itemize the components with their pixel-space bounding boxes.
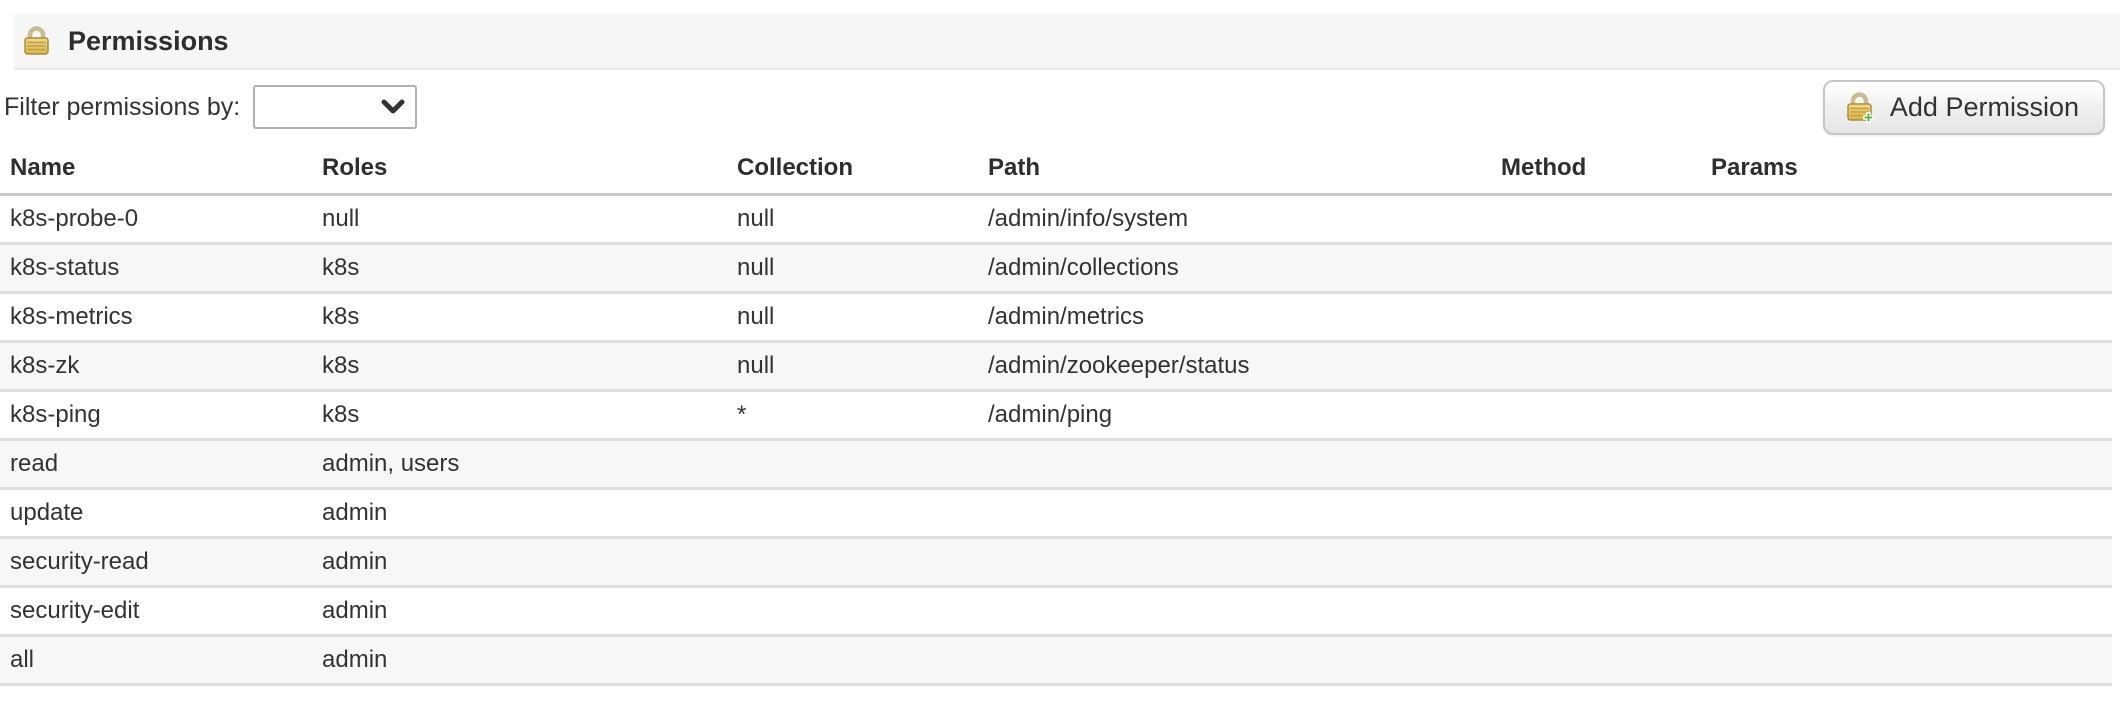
table-body: k8s-probe-0 null null /admin/info/system…	[0, 194, 2112, 684]
cell-roles: k8s	[322, 253, 360, 281]
table-header: Name Roles Collection Path Method Params	[0, 144, 2112, 196]
cell-roles: admin, users	[322, 449, 460, 477]
cell-collection: null	[737, 302, 775, 330]
table-row[interactable]: k8s-metrics k8s null /admin/metrics	[0, 292, 2112, 341]
cell-params	[1701, 439, 2112, 488]
cell-path	[978, 537, 1491, 586]
cell-path: /admin/info/system	[988, 204, 1189, 232]
cell-collection: null	[737, 253, 775, 281]
cell-path	[978, 586, 1491, 635]
cell-method	[1491, 537, 1701, 586]
cell-path	[978, 635, 1491, 684]
table-row[interactable]: read admin, users	[0, 439, 2112, 488]
cell-collection: *	[737, 400, 747, 428]
cell-method	[1491, 488, 1701, 537]
cell-params	[1701, 390, 2112, 439]
lock-icon	[20, 24, 54, 58]
cell-params	[1701, 586, 2112, 635]
cell-collection	[727, 488, 978, 537]
cell-roles: admin	[322, 596, 388, 624]
cell-method	[1491, 292, 1701, 341]
cell-method	[1491, 635, 1701, 684]
filter-permissions-select[interactable]	[253, 85, 418, 129]
cell-params	[1701, 341, 2112, 390]
cell-roles: admin	[322, 498, 388, 526]
table-row[interactable]: security-edit admin	[0, 586, 2112, 635]
cell-method	[1491, 439, 1701, 488]
column-header-roles: Roles	[312, 144, 727, 196]
cell-name: k8s-probe-0	[10, 204, 139, 232]
table-row[interactable]: k8s-zk k8s null /admin/zookeeper/status	[0, 341, 2112, 390]
cell-name: security-edit	[10, 596, 140, 624]
filter-permissions-label: Filter permissions by:	[4, 92, 241, 121]
cell-roles: admin	[322, 547, 388, 575]
cell-name: all	[10, 645, 35, 673]
actions-row: Filter permissions by: Add Permission	[0, 70, 2124, 144]
column-header-path: Path	[978, 144, 1491, 196]
cell-path: /admin/metrics	[988, 302, 1145, 330]
column-header-name: Name	[0, 144, 312, 196]
cell-name: k8s-zk	[10, 351, 80, 379]
cell-roles: admin	[322, 645, 388, 673]
add-permission-button[interactable]: Add Permission	[1822, 79, 2105, 135]
add-permission-button-label: Add Permission	[1889, 91, 2079, 122]
cell-method	[1491, 194, 1701, 243]
cell-roles: null	[322, 204, 360, 232]
cell-collection: null	[737, 204, 775, 232]
cell-params	[1701, 635, 2112, 684]
cell-collection: null	[737, 351, 775, 379]
table-row[interactable]: k8s-ping k8s * /admin/ping	[0, 390, 2112, 439]
cell-params	[1701, 537, 2112, 586]
cell-params	[1701, 488, 2112, 537]
cell-method	[1491, 586, 1701, 635]
cell-path: /admin/zookeeper/status	[988, 351, 1250, 379]
table-row[interactable]: all admin	[0, 635, 2112, 684]
cell-collection	[727, 586, 978, 635]
cell-collection	[727, 439, 978, 488]
cell-name: k8s-ping	[10, 400, 101, 428]
cell-roles: k8s	[322, 351, 360, 379]
cell-name: k8s-metrics	[10, 302, 133, 330]
filter-permissions-select-wrap	[253, 85, 418, 129]
cell-name: read	[10, 449, 59, 477]
cell-path	[978, 488, 1491, 537]
cell-path: /admin/ping	[988, 400, 1113, 428]
cell-name: k8s-status	[10, 253, 120, 281]
panel-title: Permissions	[68, 25, 229, 56]
cell-method	[1491, 341, 1701, 390]
permissions-table: Name Roles Collection Path Method Params…	[0, 144, 2112, 686]
cell-collection	[727, 635, 978, 684]
cell-params	[1701, 194, 2112, 243]
cell-method	[1491, 390, 1701, 439]
table-row[interactable]: update admin	[0, 488, 2112, 537]
cell-name: update	[10, 498, 84, 526]
cell-path: /admin/collections	[988, 253, 1179, 281]
column-header-collection: Collection	[727, 144, 978, 196]
cell-roles: k8s	[322, 400, 360, 428]
permissions-panel-header: Permissions	[14, 14, 2120, 70]
table-row[interactable]: k8s-status k8s null /admin/collections	[0, 243, 2112, 292]
cell-params	[1701, 243, 2112, 292]
table-row[interactable]: k8s-probe-0 null null /admin/info/system	[0, 194, 2112, 243]
cell-params	[1701, 292, 2112, 341]
lock-add-icon	[1843, 90, 1877, 124]
column-header-params: Params	[1701, 144, 2112, 196]
table-row[interactable]: security-read admin	[0, 537, 2112, 586]
cell-roles: k8s	[322, 302, 360, 330]
cell-path	[978, 439, 1491, 488]
column-header-method: Method	[1491, 144, 1701, 196]
cell-method	[1491, 243, 1701, 292]
cell-collection	[727, 537, 978, 586]
cell-name: security-read	[10, 547, 149, 575]
